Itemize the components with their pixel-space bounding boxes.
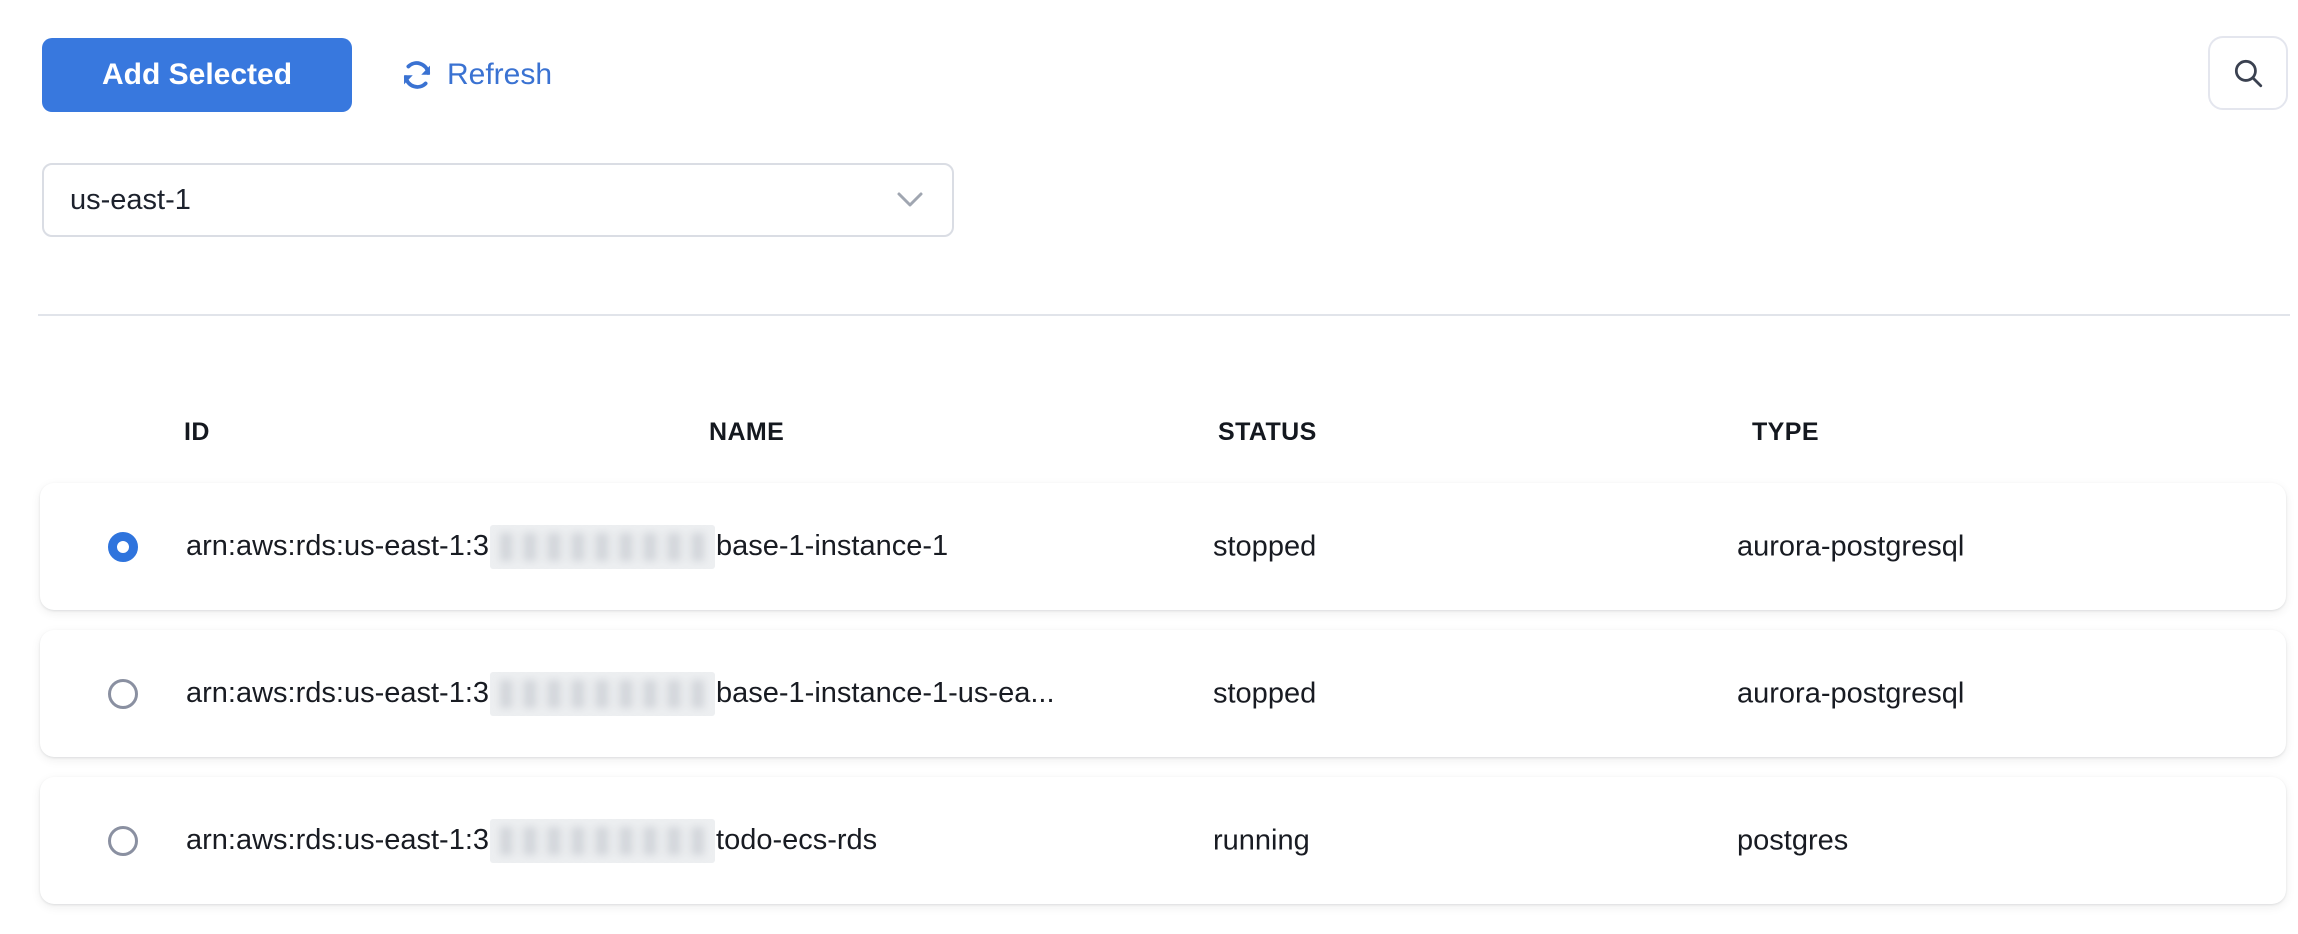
column-header-name: NAME [709,418,785,446]
instance-id-prefix: arn:aws:rds:us-east-1:3 [186,530,490,562]
redacted-account-id [490,524,716,569]
column-header-type: TYPE [1752,418,1819,446]
table-row[interactable]: arn:aws:rds:us-east-1:3 base-1-instance-… [40,483,2286,610]
instance-id-prefix: arn:aws:rds:us-east-1:3 [186,824,490,856]
refresh-icon [400,58,434,92]
instance-type: aurora-postgresql [1737,677,1965,709]
region-select[interactable]: us-east-1 [42,163,954,237]
instance-id: arn:aws:rds:us-east-1:3 base-1-instance-… [186,671,1055,716]
add-selected-button[interactable]: Add Selected [42,38,352,112]
instance-type: postgres [1737,824,1849,856]
refresh-label: Refresh [447,58,553,91]
radio-button[interactable] [108,825,138,856]
table-row[interactable]: arn:aws:rds:us-east-1:3 base-1-instance-… [40,630,2286,757]
instance-id-suffix: todo-ecs-rds [716,824,878,856]
instance-type: aurora-postgresql [1737,530,1965,562]
radio-button[interactable] [108,678,138,709]
instance-status: running [1213,824,1310,856]
redacted-account-id [490,671,716,716]
redacted-account-id [490,818,716,863]
column-header-status: STATUS [1218,418,1317,446]
refresh-button[interactable]: Refresh [400,38,552,112]
instance-id-suffix: base-1-instance-1-us-ea... [716,677,1055,709]
instance-status: stopped [1213,530,1317,562]
search-icon [2231,56,2265,90]
divider [38,314,2290,316]
instance-status: stopped [1213,677,1317,709]
search-button[interactable] [2208,36,2288,110]
region-select-value: us-east-1 [70,183,191,216]
chevron-down-icon [896,191,924,209]
column-header-id: ID [184,418,210,446]
instance-id: arn:aws:rds:us-east-1:3 base-1-instance-… [186,524,949,569]
table-row[interactable]: arn:aws:rds:us-east-1:3 todo-ecs-rds run… [40,777,2286,904]
instance-id: arn:aws:rds:us-east-1:3 todo-ecs-rds [186,818,878,863]
radio-button[interactable] [108,531,138,562]
instance-id-prefix: arn:aws:rds:us-east-1:3 [186,677,490,709]
instance-id-suffix: base-1-instance-1 [716,530,949,562]
